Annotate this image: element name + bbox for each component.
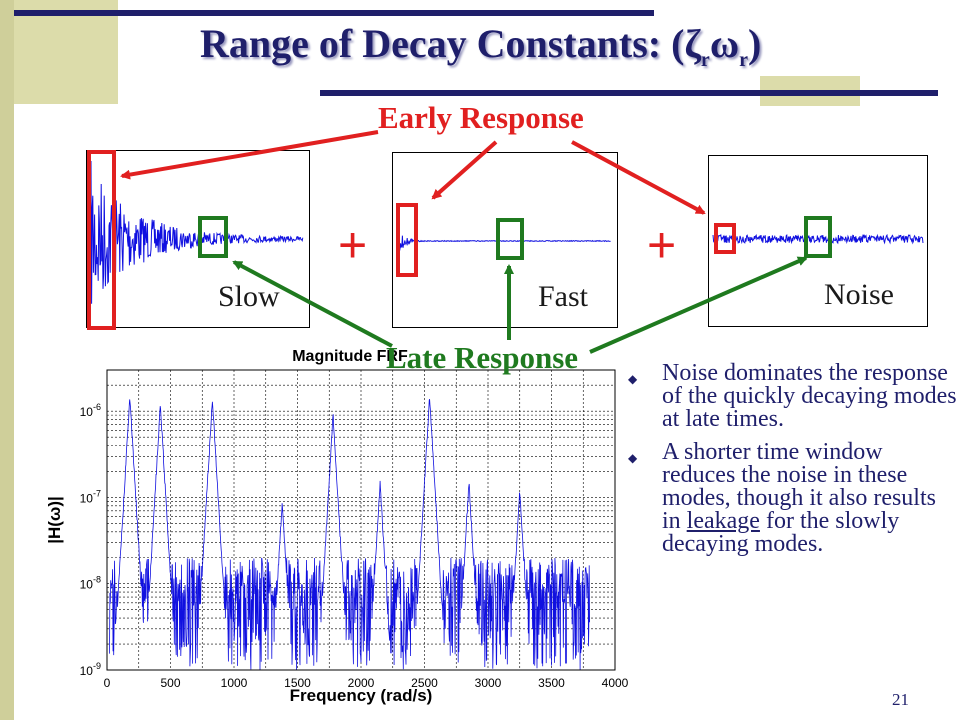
title-sub-2: r [739, 49, 748, 71]
y-tick-label: 10-6 [80, 402, 101, 419]
x-tick-label: 2500 [411, 676, 438, 690]
chart-title: Magnitude FRF [292, 348, 408, 365]
sidebar-strip [0, 0, 14, 720]
early-response-label: Early Response [378, 100, 584, 135]
chart-series [109, 398, 590, 671]
bullet-text: Noise dominates the response of the quic… [662, 360, 957, 432]
corner-block [14, 0, 118, 104]
bullet-text-post: for the slowly decaying modes. [662, 508, 900, 557]
plus-sign-1: + [338, 217, 368, 273]
x-tick-label: 500 [160, 676, 180, 690]
plus-sign-2: + [647, 217, 677, 273]
x-tick-label: 1500 [284, 676, 311, 690]
x-tick-label: 1000 [221, 676, 248, 690]
title-sub-1: r [700, 49, 710, 71]
noise-waveform [712, 233, 924, 245]
slow-response-plot [90, 160, 304, 304]
noise-response-panel [708, 155, 928, 327]
diamond-bullet-icon: ◆ [628, 451, 638, 465]
bullet-text-pre: A shorter time window reduces the noise … [662, 439, 936, 534]
title-rule-top [14, 10, 654, 16]
noise-waveform-line [712, 233, 924, 245]
noise-label: Noise [824, 278, 894, 311]
diamond-bullet-icon: ◆ [628, 372, 638, 386]
fast-waveform [396, 222, 611, 254]
slow-waveform-line [90, 160, 304, 304]
frf-svg: Magnitude FRF 0 500 1000 1500 2000 2500 3000 35… [45, 348, 629, 705]
y-tick-labels: 10-9 10-8 10-7 10-6 [80, 402, 101, 678]
x-axis-label: Frequency (rad/s) [290, 686, 433, 705]
title-rule-bottom [320, 90, 938, 96]
slide-title: Range of Decay Constants: (ζrωr) [200, 20, 900, 72]
magnitude-frf-chart: Magnitude FRF 0 500 1000 1500 2000 2500 3000 35… [40, 345, 630, 720]
title-main: Range of Decay Constants: (ζ [200, 21, 701, 66]
frf-series-line [109, 398, 590, 671]
x-tick-label: 3000 [475, 676, 502, 690]
title-omega: ω [709, 21, 740, 66]
y-tick-label: 10-8 [80, 575, 101, 592]
bullet-list: ◆ Noise dominates the response of the qu… [628, 360, 960, 566]
y-axis-label: |H(ω)| [45, 496, 64, 543]
bullet-item: ◆ Noise dominates the response of the qu… [628, 360, 960, 432]
x-tick-label: 0 [104, 676, 111, 690]
bullet-item: ◆ A shorter time window reduces the nois… [628, 439, 960, 557]
slow-label: Slow [218, 280, 280, 313]
x-tick-labels: 0 500 1000 1500 2000 2500 3000 3500 4000 [104, 676, 629, 690]
fast-label: Fast [538, 280, 589, 313]
x-tick-label: 3500 [538, 676, 565, 690]
bullet-text-underlined: leakage [686, 508, 760, 534]
noise-response-plot [712, 233, 924, 245]
y-tick-label: 10-9 [80, 661, 101, 678]
chart-grid [106, 369, 616, 671]
x-tick-label: 4000 [602, 676, 629, 690]
page-number: 21 [892, 690, 909, 709]
y-tick-label: 10-7 [80, 488, 101, 505]
plot-frame [106, 369, 616, 671]
x-tick-label: 2000 [348, 676, 375, 690]
bullet-text: A shorter time window reduces the noise … [662, 439, 960, 557]
late-response-label: Late Response [386, 340, 579, 375]
fast-waveform-line [396, 222, 611, 254]
slow-waveform [90, 160, 304, 304]
title-close: ) [747, 21, 762, 66]
